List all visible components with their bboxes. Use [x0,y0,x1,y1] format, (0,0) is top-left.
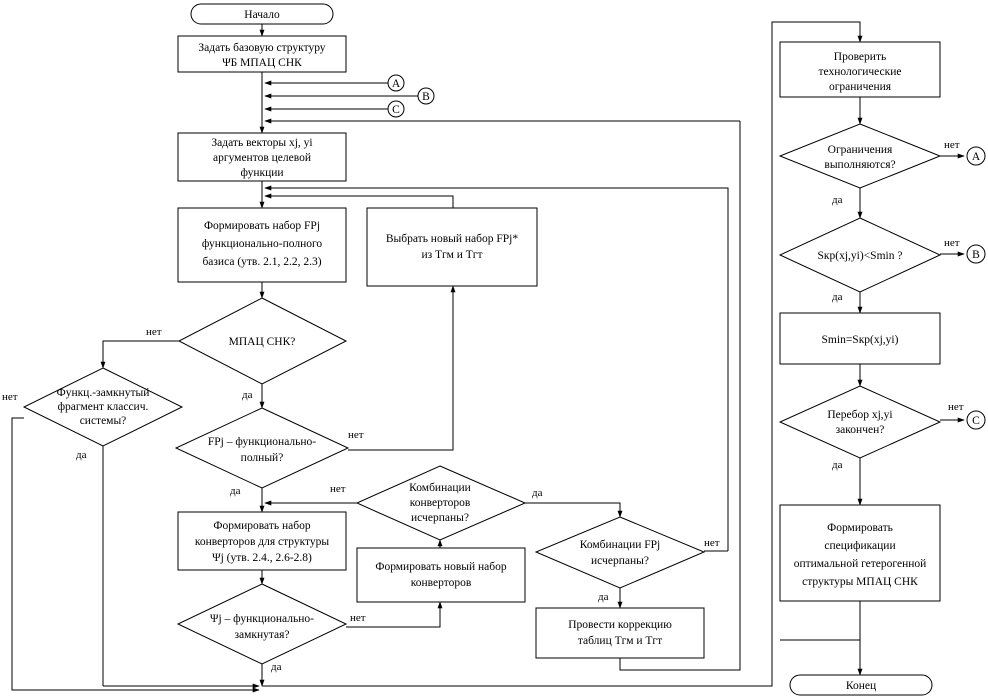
connector-c-label: C [392,104,400,116]
func-closed-line3: системы? [80,415,127,427]
label-no-combos-fp: нет [704,537,720,549]
connector-b-left: B [417,87,435,105]
set-vectors-line2: аргументов целевой [213,152,311,164]
form-spec-line1: Формировать [827,522,893,534]
form-spec-box: Формировать спецификации оптимальной гет… [779,504,941,602]
combos-fp-line1: Комбинации FPj [580,539,661,551]
start-label: Начало [244,9,280,21]
psi-closed-line2: замкнутая? [234,629,289,641]
correct-box: Провести коррекцию таблиц Тгм и Тгт [535,607,705,659]
label-yes-combos-conv: да [532,487,543,499]
start-terminator: Начало [190,3,334,25]
skr-less-decision: Sкр(xj,yi)<Smin ? [778,217,942,293]
label-yes-mpac: да [242,389,253,401]
connector-a-right-label: A [972,151,981,163]
fp-full-line1: FPj – функционально- [208,436,316,448]
label-no-mpac: нет [146,326,162,338]
label-yes-func: да [76,449,87,461]
psi-closed-decision: Ψj – функционально- замкнутая? [176,583,348,665]
new-conv-line2: конверторов [411,577,472,589]
skr-less-label: Sкр(xj,yi)<Smin ? [818,250,903,262]
label-no-enum: нет [948,401,964,413]
combos-fp-decision: Комбинации FPj исчерпаны? [534,516,706,589]
connector-c-right: C [966,410,986,430]
choose-new-line2: из Тгм и Тгт [421,249,482,261]
label-yes-enum: да [832,459,843,471]
label-no-fp: нет [348,429,364,441]
form-conv-box: Формировать набор конверторов для структ… [177,511,347,571]
check-tech-line3: ограничения [829,81,892,93]
branch-labels: нет да нет да нет да нет да нет да нет д… [2,139,964,673]
set-base-line2: ΨБ МПАЦ СНК [222,57,302,69]
func-closed-decision: Функц.-замкнутый фрагмент классич. систе… [22,367,184,447]
combos-conv-line3: исчерпаны? [411,512,469,524]
enum-done-line1: Перебор xj,yi [827,409,892,421]
form-spec-line4: структуры МПАЦ СНК [802,576,918,588]
label-no-combos-conv: нет [330,483,346,495]
psi-closed-line1: Ψj – функционально- [210,613,314,625]
form-fp-line2: функционально-полного [202,238,323,250]
fp-full-line2: полный? [241,452,284,464]
form-fp-line3: базиса (утв. 2.1, 2.2, 2.3) [202,256,321,268]
set-vectors-line1: Задать векторы xj, yi [211,137,312,149]
combos-fp-line2: исчерпаны? [591,555,649,567]
new-conv-box: Формировать новый набор конверторов [356,547,526,603]
func-closed-line1: Функц.-замкнутый [57,387,150,399]
set-base-box: Задать базовую структуру ΨБ МПАЦ СНК [177,35,347,73]
mpac-decision: МПАЦ СНК? [177,297,348,385]
enum-done-decision: Перебор xj,yi закончен? [778,385,942,459]
end-label: Конец [846,680,876,692]
label-yes-limits: да [832,194,843,206]
label-no-skr: нет [944,237,960,249]
connector-c-left: C [387,100,405,118]
limits-ok-line2: выполняются? [824,159,895,171]
form-spec-line2: спецификации [824,540,895,552]
form-conv-line3: Ψj (утв. 2.4., 2.6-2.8) [212,552,312,564]
end-terminator: Конец [789,674,933,696]
smin-box: Smin=Sкр(xj,yi) [779,312,941,365]
new-conv-line1: Формировать новый набор [375,561,507,573]
combos-conv-line1: Комбинации [409,482,471,494]
form-conv-line2: конверторов для структуры [195,536,330,548]
connector-a-label: A [392,78,401,90]
label-yes-combos-fp: да [598,591,609,603]
mpac-label: МПАЦ СНК? [229,336,296,348]
fp-full-decision: FPj – функционально- полный? [174,407,350,489]
connector-c-right-label: C [972,415,980,427]
limits-ok-line1: Ограничения [828,144,893,156]
combos-conv-line2: конверторов [410,497,471,509]
check-tech-line2: технологические [819,66,902,78]
connector-b-label: B [422,91,430,103]
label-yes-skr: да [832,291,843,303]
connector-b-right: B [966,244,986,264]
choose-new-box: Выбрать новый набор FPj* из Тгм и Тгт [366,207,538,287]
set-base-line1: Задать базовую структуру [198,42,325,54]
connector-a-right: A [966,146,986,166]
label-no-func: нет [2,391,18,403]
label-no-psi: нет [350,612,366,624]
label-no-limits: нет [944,139,960,151]
enum-done-line2: закончен? [836,424,885,436]
flow-lines [11,21,965,693]
connector-b-right-label: B [972,249,980,261]
form-conv-line1: Формировать набор [213,520,310,532]
correct-line2: таблиц Тгм и Тгт [578,635,662,647]
form-fp-line1: Формировать набор FPj [204,220,320,232]
correct-line1: Провести коррекцию [568,619,672,631]
func-closed-line2: фрагмент классич. [58,401,149,413]
smin-label: Smin=Sкр(xj,yi) [822,334,899,346]
check-tech-line1: Проверить [834,51,886,63]
choose-new-line1: Выбрать новый набор FPj* [386,233,519,245]
connector-a-left: A [387,74,405,92]
label-yes-fp: да [230,485,241,497]
form-spec-line3: оптимальной гетерогенной [794,558,927,570]
set-vectors-box: Задать векторы xj, yi аргументов целевой… [177,132,347,182]
form-fp-box: Формировать набор FPj функционально-полн… [177,207,347,283]
check-tech-box: Проверить технологические ограничения [779,41,941,98]
set-vectors-line3: функции [240,167,283,179]
combos-conv-decision: Комбинации конверторов исчерпаны? [355,465,527,541]
label-yes-psi: да [271,661,282,673]
limits-ok-decision: Ограничения выполняются? [778,123,942,189]
